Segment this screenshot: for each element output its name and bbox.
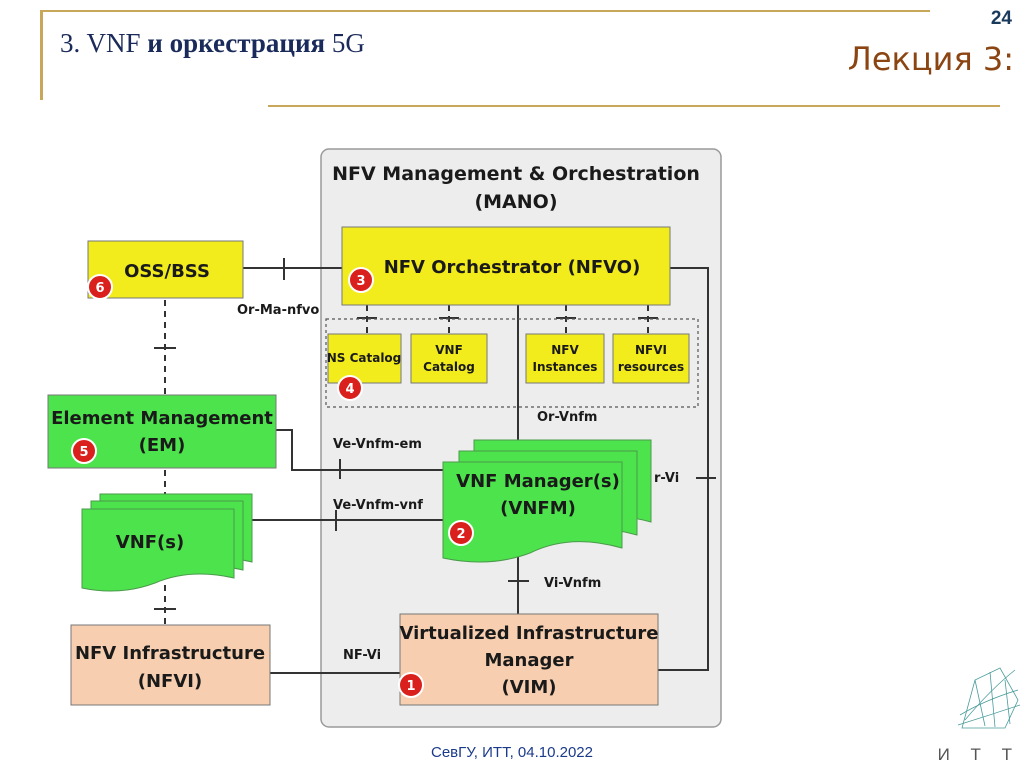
oss-bss-box [87, 240, 244, 299]
nfv-instances-label-1: NFV [551, 343, 579, 357]
vnfs-label: VNF(s) [116, 532, 184, 553]
vnf-catalog-label-2: Catalog [423, 360, 475, 374]
vim-label-3: (VIM) [502, 677, 557, 698]
ns-catalog-label: NS Catalog [327, 351, 402, 365]
vnfm-stack [442, 439, 652, 563]
vim-label-2: Manager [485, 650, 574, 671]
oss-bss-label: OSS/BSS [124, 261, 210, 282]
nfvo-box [341, 226, 671, 306]
vim-box [399, 613, 659, 706]
vnfm-label-1: VNF Manager(s) [456, 471, 620, 492]
badge-1: 1 [398, 672, 424, 698]
em-label-2: (EM) [139, 435, 186, 456]
mano-title-2: (MANO) [474, 191, 557, 213]
if-ve-vnfm-em: Ve-Vnfm-em [333, 437, 422, 452]
nfvi-label-1: NFV Infrastructure [75, 643, 265, 664]
nfvi-resources-label-2: resources [618, 360, 684, 374]
if-vi-vnfm: Vi-Vnfm [544, 576, 601, 591]
catalogs-group [325, 318, 699, 408]
vnf-catalog-label-1: VNF [435, 343, 463, 357]
header-rule-top [40, 10, 930, 12]
if-or-vnfm: Or-Vnfm [537, 410, 597, 425]
badge-6: 6 [87, 274, 113, 300]
badge-3: 3 [348, 267, 374, 293]
page-number: 24 [990, 8, 1012, 29]
em-label-1: Element Management [51, 408, 273, 429]
vnfm-sheet-front [442, 461, 623, 563]
svg-text:5: 5 [79, 445, 88, 460]
svg-text:1: 1 [406, 679, 415, 694]
line-em-vnfm [276, 429, 455, 471]
nfvi-label-2: (NFVI) [138, 671, 202, 692]
ns-catalog-box [327, 333, 402, 384]
vim-label-1: Virtualized Infrastructure [400, 623, 659, 644]
svg-text:4: 4 [345, 382, 354, 397]
badge-5: 5 [71, 438, 97, 464]
svg-text:2: 2 [456, 527, 465, 542]
if-or-vi: r-Vi [654, 471, 679, 486]
nfvo-label: NFV Orchestrator (NFVO) [384, 257, 641, 278]
nfvi-resources-box [612, 333, 690, 384]
lecture-label: Лекция 3: [847, 40, 1014, 78]
slide-title: 3. VNF и оркестрация 5G [60, 28, 365, 58]
svg-text:3: 3 [356, 274, 365, 289]
nfvi-resources-label-1: NFVI [635, 343, 667, 357]
wireframe-logo-icon [957, 667, 1021, 729]
mano-title-1: NFV Management & Orchestration [332, 163, 700, 185]
header-rule-left [40, 10, 43, 100]
vnfs-sheet-front [81, 508, 235, 592]
svg-text:6: 6 [95, 281, 104, 296]
badge-2: 2 [448, 520, 474, 546]
badge-4: 4 [337, 375, 363, 401]
vnfm-label-2: (VNFM) [500, 498, 576, 519]
if-ve-vnfm-vnf: Ve-Vnfm-vnf [333, 498, 423, 513]
vnfs-stack [81, 493, 253, 592]
if-or-ma-nfvo: Or-Ma-nfvo [237, 303, 319, 318]
footer-text: СевГУ, ИТТ, 04.10.2022 [431, 744, 593, 761]
logo-letters: И Т Т [937, 745, 1020, 764]
nfv-instances-label-2: Instances [533, 360, 598, 374]
header-rule-bottom [268, 105, 1000, 107]
nfv-instances-box [525, 333, 605, 384]
line-nfvo-vim [658, 267, 709, 671]
vnf-catalog-box [410, 333, 488, 384]
if-nf-vi: NF-Vi [343, 648, 381, 663]
nfvi-box [70, 624, 271, 706]
